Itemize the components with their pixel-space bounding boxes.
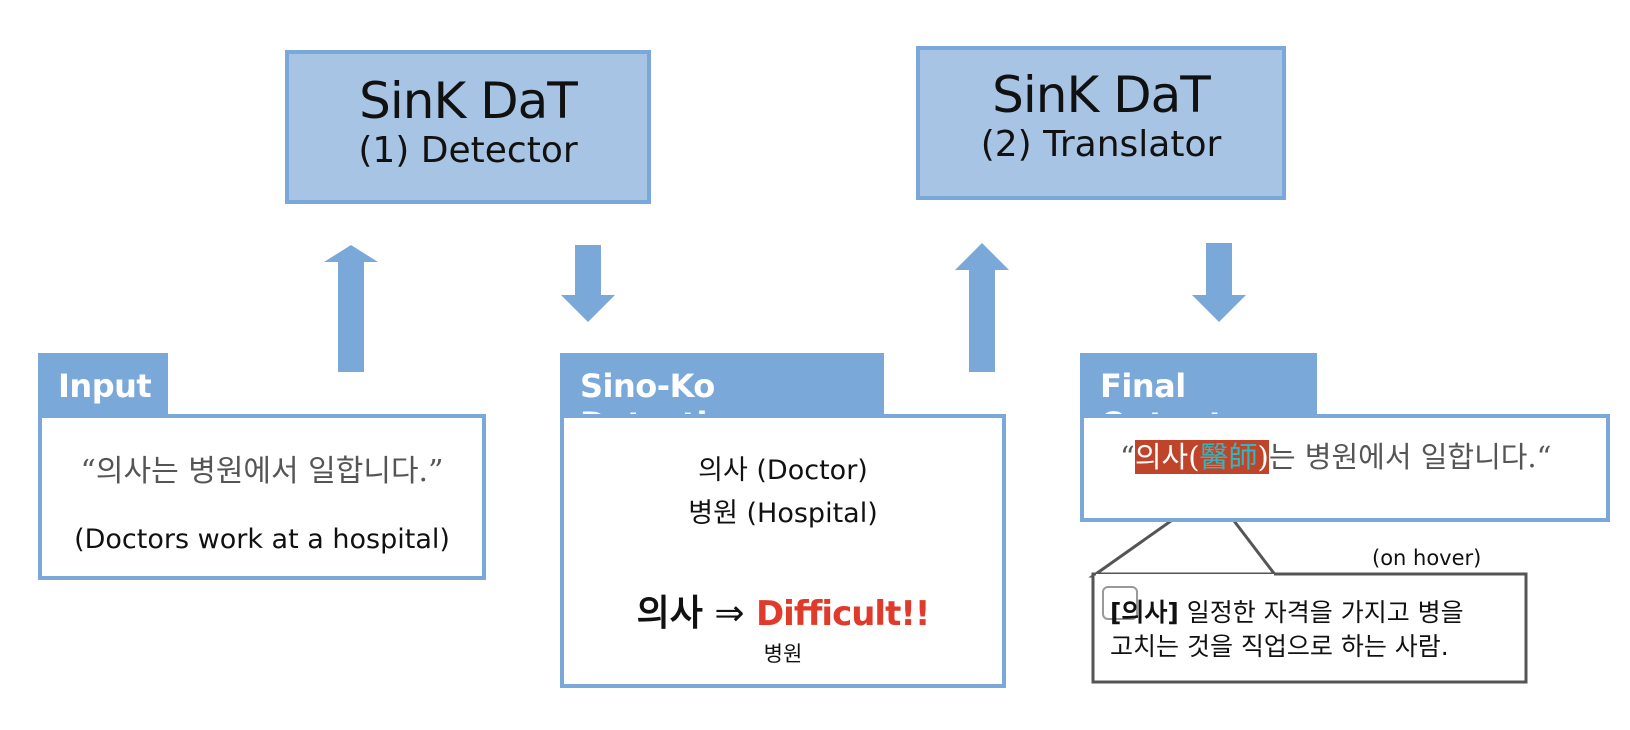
output-panel: “의사(醫師)는 병원에서 일합니다.“ [1080,414,1610,522]
tooltip-definition: [의사] 일정한 자격을 가지고 병을 고치는 것을 직업으로 하는 사람. [1110,596,1464,664]
output-sentence: “의사(醫師)는 병원에서 일합니다.“ [1120,434,1606,476]
arrow-detection-to-translator [955,243,1009,372]
translator-role: (2) Translator [980,124,1222,165]
translator-module: SinK DaT (2) Translator [916,46,1286,200]
difficult-label: Difficult!! [755,594,930,634]
tooltip-term: [의사] [1110,598,1179,627]
detection-panel: 의사 (Doctor) 병원 (Hospital) 의사 ⇒ Difficult… [560,414,1006,688]
input-korean: “의사는 병원에서 일합니다.” [80,454,444,489]
detector-role: (1) Detector [358,130,578,171]
input-tab: Input [38,353,168,418]
detection-word-1: 의사 (Doctor) [698,455,868,486]
input-english: (Doctors work at a hospital) [74,524,450,555]
hover-label: (on hover) [1372,546,1482,570]
output-open-quote: “ [1120,440,1135,474]
detector-module: SinK DaT (1) Detector [285,50,651,204]
detection-tab: Sino-Ko Detection [560,353,884,443]
output-rest: 는 병원에서 일합니다.“ [1268,440,1552,474]
output-hanja: 醫師 [1199,440,1258,474]
output-paren-close: ) [1257,440,1269,474]
tooltip-definition-line2: 고치는 것을 직업으로 하는 사람. [1110,631,1449,661]
detection-result-word: 의사 [636,593,703,634]
detection-other-word: 병원 [763,642,803,666]
detection-result: 의사 ⇒ Difficult!! [564,584,1002,636]
tooltip-callout [1088,489,1528,684]
detection-result-arrow: ⇒ [714,593,745,634]
tooltip-checkbox-icon [1102,586,1138,620]
arrow-input-to-detector [324,245,378,372]
detector-name: SinK DaT [359,72,578,130]
tooltip-definition-line1: 일정한 자격을 가지고 병을 [1178,598,1464,627]
output-tab: Final Output [1080,353,1317,443]
translator-name: SinK DaT [992,66,1211,124]
input-panel: “의사는 병원에서 일합니다.” (Doctors work at a hosp… [38,414,486,580]
detection-word-2: 병원 (Hospital) [688,498,878,529]
arrow-detector-to-detection [561,245,615,322]
output-highlighted-word[interactable]: 의사 [1134,440,1189,474]
arrow-translator-to-output [1192,243,1246,322]
output-paren-open: ( [1188,440,1200,474]
